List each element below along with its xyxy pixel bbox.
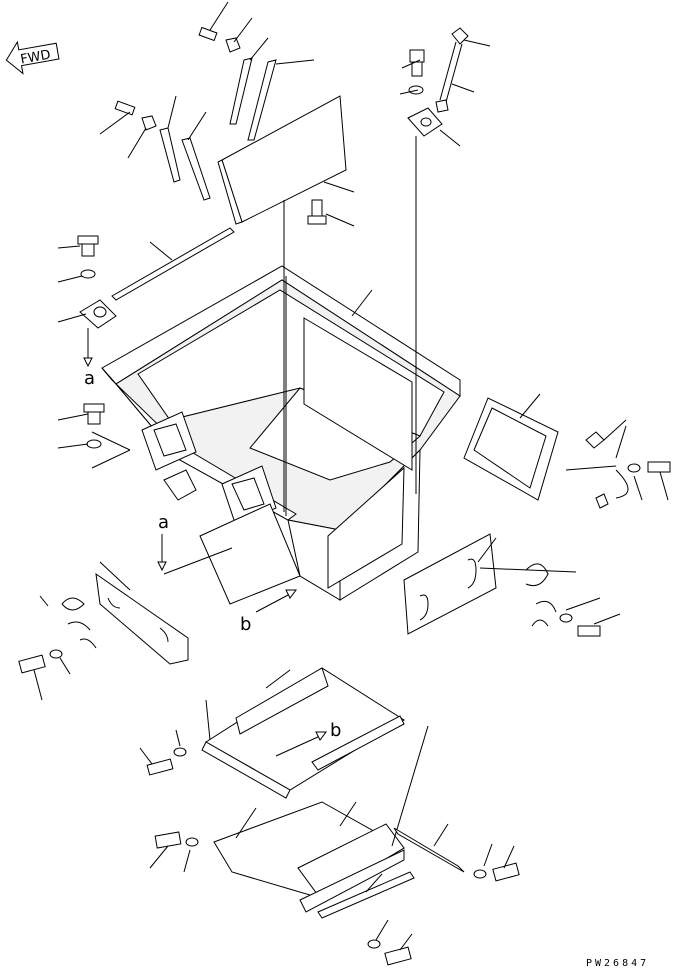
lower-tray-strips <box>318 824 464 918</box>
top-cover-hinge-strips <box>160 58 276 200</box>
right-upper-hardware <box>400 28 490 146</box>
view-b-arrow-upper <box>256 590 296 612</box>
hopper-body <box>102 136 460 600</box>
hopper-leader-lines <box>92 290 372 468</box>
view-a-arrow <box>158 534 232 574</box>
hopper-mount-brackets <box>142 412 300 604</box>
fwd-direction-badge: FWD <box>4 35 61 76</box>
lower-right-access-panel <box>404 534 496 634</box>
long-rod <box>112 228 234 300</box>
lower-tray-upper <box>202 668 404 798</box>
lower-tray-left-bolt <box>140 700 210 775</box>
fwd-label: FWD <box>19 48 51 68</box>
top-cover-leader-lines <box>100 2 354 226</box>
view-label-b-lower: b <box>330 720 341 741</box>
left-lower-latch <box>19 596 96 700</box>
left-lower-cover-plate <box>96 562 188 664</box>
left-lower-bolt-set <box>58 404 104 448</box>
view-label-a-upper: a <box>84 368 95 389</box>
top-cover-bolt <box>308 200 326 224</box>
view-b-arrow-lower <box>276 732 326 756</box>
view-label-a-lower: a <box>158 512 169 533</box>
right-access-door <box>464 394 558 500</box>
right-latch-hardware <box>566 420 670 508</box>
drawing-number: PW26847 <box>586 958 649 969</box>
lower-tray-lower <box>214 726 428 912</box>
lower-tray-bolt-sets <box>150 832 519 965</box>
view-label-b-upper: b <box>240 614 251 635</box>
top-left-bolt-set <box>115 28 240 130</box>
left-bearing-bracket <box>58 236 116 366</box>
top-cover-plate <box>218 96 346 224</box>
lower-right-latch <box>480 564 620 636</box>
